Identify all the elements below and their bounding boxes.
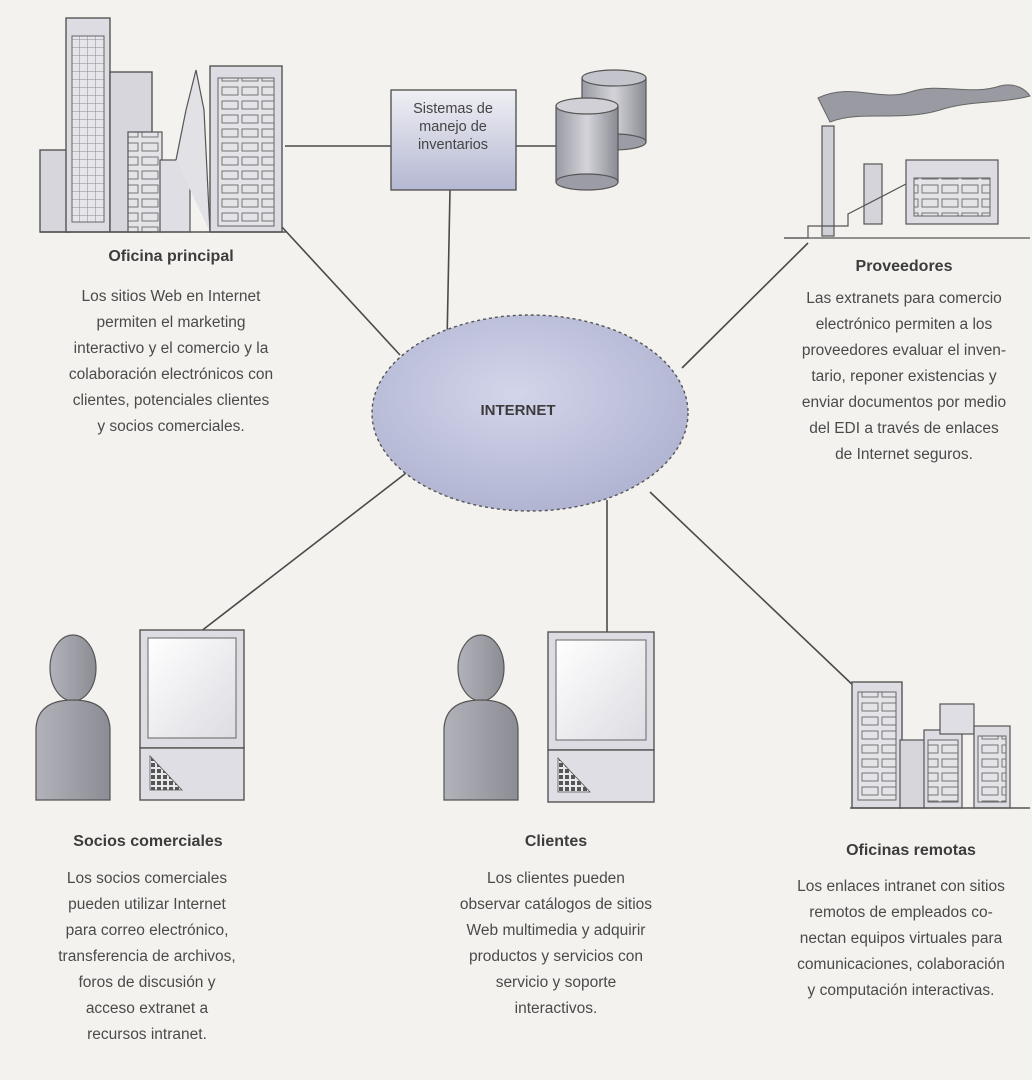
- customers-description: Los clientes pueden observar catálogos d…: [459, 870, 653, 1017]
- remote-offices-title: Oficinas remotas: [846, 842, 976, 859]
- customer-person-icon: [443, 634, 519, 801]
- head-office-title: Oficina principal: [108, 248, 234, 265]
- business-partners-title: Socios comerciales: [73, 833, 223, 850]
- customer-computer-icon: [547, 631, 655, 803]
- remote-offices-buildings-icon: [850, 681, 1030, 809]
- line-inventory-internet: [446, 189, 451, 344]
- internet-label: INTERNET: [480, 402, 556, 419]
- line-headoffice-internet: [281, 226, 401, 356]
- line-suppliers-internet: [681, 242, 809, 369]
- suppliers-description: Las extranets para comercio electrónico …: [801, 290, 1007, 463]
- remote-offices-description: Los enlaces intranet con sitios remotos …: [797, 878, 1005, 999]
- head-office-buildings-icon: [39, 17, 286, 233]
- connector-lines: [199, 145, 859, 691]
- internet-cloud: [371, 314, 689, 512]
- factory-icon: [784, 84, 1031, 239]
- business-partners-description: Los socios comerciales pueden utilizar I…: [58, 870, 236, 1043]
- line-partners-internet: [199, 469, 411, 633]
- customers-title: Clientes: [524, 833, 588, 850]
- suppliers-title: Proveedores: [855, 258, 953, 275]
- inventory-system-label: Sistemas de manejo de inventarios: [413, 101, 493, 153]
- database-icon: [555, 69, 647, 191]
- line-remote-internet: [649, 491, 859, 691]
- business-partner-person-icon: [35, 634, 111, 801]
- head-office-description: Los sitios Web en Internet permiten el m…: [68, 288, 274, 435]
- inventory-system-box: [390, 89, 517, 191]
- business-partner-computer-icon: [139, 629, 245, 801]
